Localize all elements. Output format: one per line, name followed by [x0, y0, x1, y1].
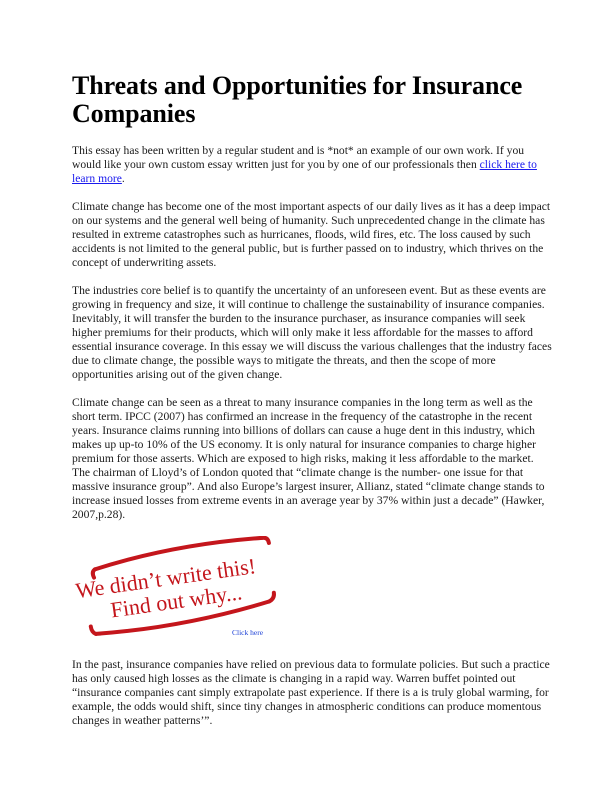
promo-stamp-banner[interactable]: We didn’t write this! Find out why... Cl… [72, 536, 552, 646]
learn-more-link[interactable]: click here to learn more [72, 158, 537, 185]
click-here-link[interactable]: Click here [232, 628, 264, 637]
page-title: Threats and Opportunities for Insurance … [72, 71, 523, 128]
body-paragraph-2: The industries core belief is to quantif… [72, 284, 552, 381]
document-page: Threats and Opportunities for Insurance … [72, 72, 552, 742]
body-paragraph-1: Climate change has become one of the mos… [72, 200, 551, 269]
disclaimer-text: This essay has been written by a regular… [72, 144, 525, 171]
disclaimer-paragraph: This essay has been written by a regular… [72, 144, 552, 186]
disclaimer-trailing: . [121, 172, 125, 185]
body-paragraph-4: In the past, insurance companies have re… [72, 658, 550, 727]
body-paragraph-3: Climate change can be seen as a threat t… [72, 396, 545, 521]
stamp-graphic[interactable]: We didn’t write this! Find out why... [68, 536, 288, 636]
